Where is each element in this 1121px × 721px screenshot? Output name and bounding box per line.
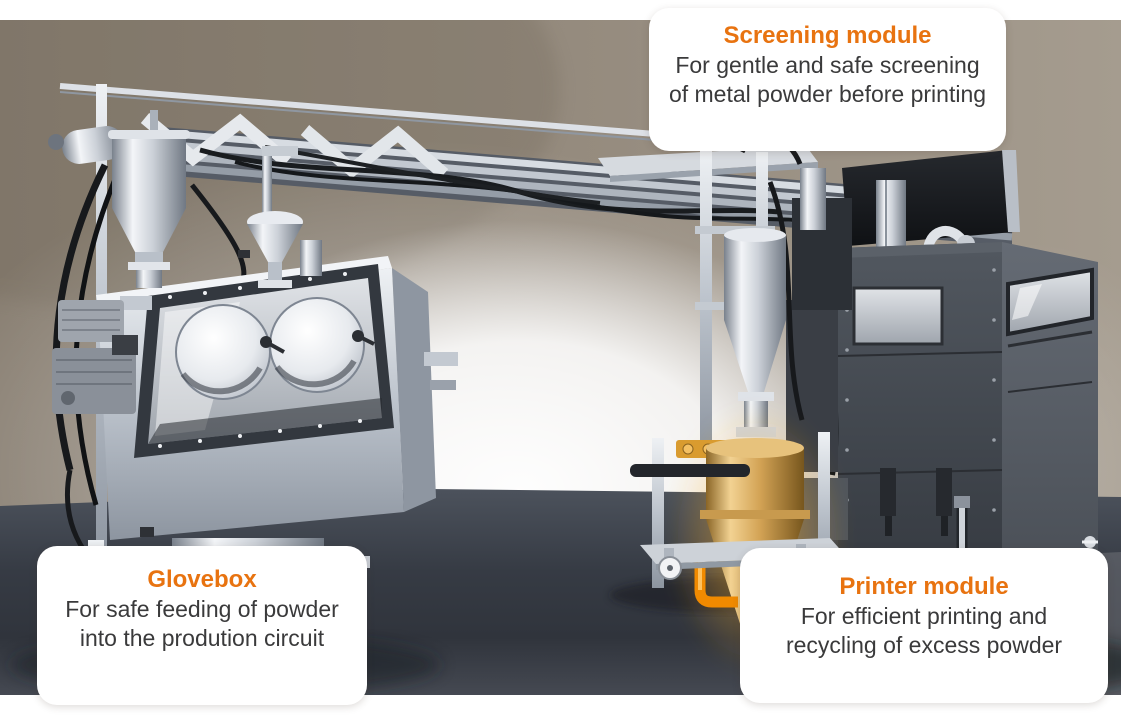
callout-printer-module: Printer module For efficient printing an… bbox=[740, 548, 1108, 703]
callout-glovebox: Glovebox For safe feeding of powder into… bbox=[37, 546, 367, 705]
orange-powder-pipe bbox=[694, 545, 738, 608]
screening-module-tower bbox=[630, 132, 852, 675]
glovebox-inlet-funnels bbox=[238, 146, 322, 288]
latch bbox=[936, 468, 952, 516]
callout-description: For gentle and safe screening of metal p… bbox=[668, 52, 987, 107]
callout-screening-module: Screening module For gentle and safe scr… bbox=[649, 8, 1006, 151]
callout-description: For efficient printing and recycling of … bbox=[785, 603, 1063, 658]
callout-title: Printer module bbox=[839, 573, 1009, 600]
callout-title: Screening module bbox=[723, 22, 932, 49]
glovebox-feed-hopper bbox=[48, 110, 190, 288]
glovebox-side-motors bbox=[52, 296, 154, 537]
glovebox-window bbox=[134, 264, 458, 458]
callout-title: Glovebox bbox=[147, 566, 257, 593]
tower-post bbox=[700, 150, 712, 452]
latch bbox=[880, 468, 896, 516]
printer-front-window bbox=[852, 286, 944, 346]
callout-description: For safe feeding of powder into the prod… bbox=[65, 596, 339, 651]
caster-wheel bbox=[658, 548, 682, 580]
printer-glass-window bbox=[1006, 267, 1094, 337]
cart-handle bbox=[630, 464, 750, 477]
zigzag-brace bbox=[300, 125, 449, 179]
glove-port bbox=[175, 304, 271, 400]
glove-port bbox=[269, 297, 365, 393]
